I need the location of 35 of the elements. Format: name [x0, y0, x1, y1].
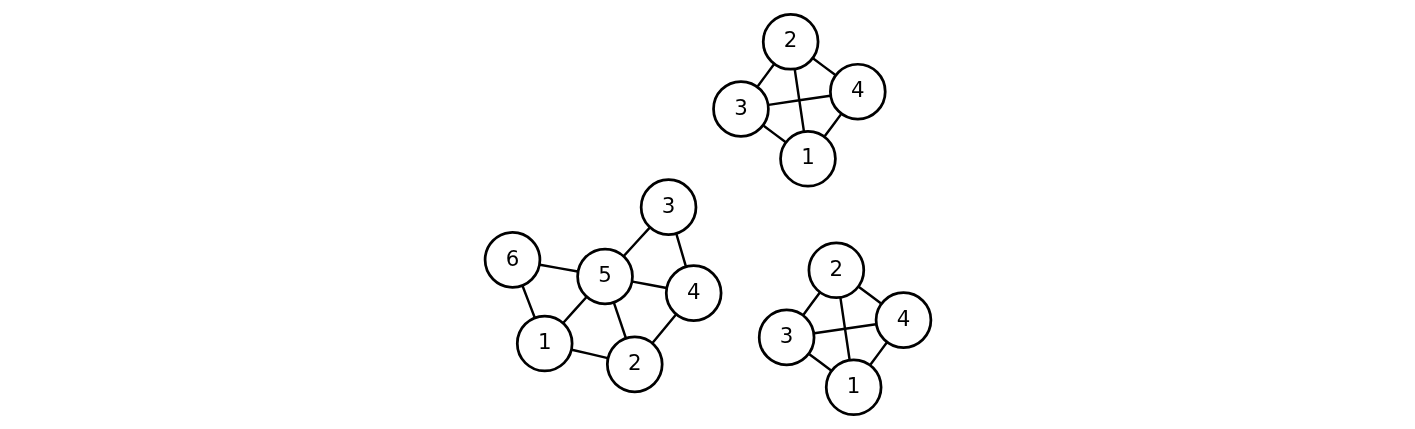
connector [802, 291, 821, 316]
connector [561, 296, 587, 324]
node-circle: 1 [778, 130, 837, 188]
node-circle: 6 [483, 231, 541, 289]
connector [651, 313, 677, 344]
node-circle: 3 [711, 80, 770, 138]
connector [823, 113, 842, 137]
connector [612, 302, 627, 339]
connector [520, 285, 536, 318]
connector [674, 233, 687, 267]
connector [631, 280, 667, 290]
connector [570, 348, 608, 360]
node-circle: 4 [664, 264, 722, 322]
connector [756, 63, 775, 87]
node-circle: 2 [807, 241, 865, 299]
connector [622, 226, 651, 257]
node-circle: 2 [605, 335, 664, 394]
connector [838, 297, 851, 361]
node-circle: 4 [828, 62, 887, 121]
connector [857, 285, 881, 305]
node-circle: 1 [824, 358, 882, 416]
node-circle: 5 [575, 247, 634, 306]
node-circle: 2 [761, 13, 819, 71]
connector [793, 69, 805, 132]
connector [808, 353, 832, 372]
node-circle: 4 [874, 291, 932, 349]
connector [813, 322, 876, 335]
connector [539, 263, 578, 273]
node-circle: 3 [757, 308, 815, 367]
connector [811, 57, 836, 76]
connector [869, 341, 888, 366]
connector [762, 124, 786, 144]
node-circle: 3 [639, 178, 697, 236]
node-circle: 1 [515, 314, 573, 373]
connector [767, 94, 830, 107]
